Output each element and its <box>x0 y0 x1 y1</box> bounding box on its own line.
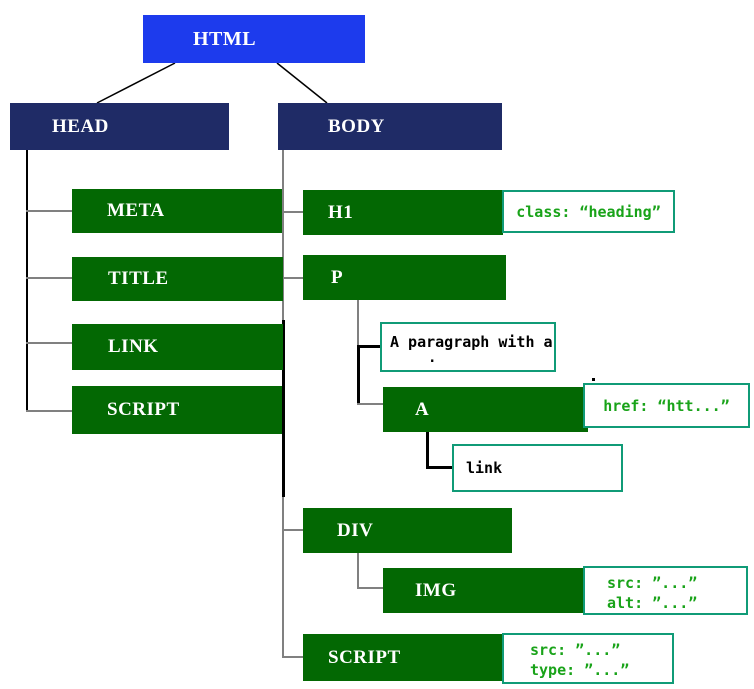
tree-line-a-trunk <box>426 432 429 469</box>
node-label: HEAD <box>52 115 109 137</box>
node-body: BODY <box>278 103 502 150</box>
node-h1: H1 <box>303 190 503 235</box>
tree-line-p-trunk-lower <box>357 345 360 405</box>
tree-line-branch-script-head <box>26 410 72 412</box>
edge-html-body <box>276 62 328 104</box>
annotation-text: src: ”...” <box>607 574 698 592</box>
node-script-body: SCRIPT <box>303 634 503 681</box>
tree-line-div-trunk <box>357 553 359 589</box>
node-title: TITLE <box>72 257 283 301</box>
tree-line-branch-link-text <box>426 466 452 469</box>
node-label: LINK <box>108 336 159 357</box>
tree-line-head-trunk <box>26 150 28 412</box>
edge-html-head <box>96 62 176 104</box>
tree-line-branch-img <box>357 587 383 589</box>
node-label: SCRIPT <box>107 399 180 420</box>
tree-line-branch-title <box>26 277 72 279</box>
tree-line-branch-link <box>26 342 72 344</box>
text-node-paragraph: A paragraph with a . <box>380 322 556 372</box>
annotation-text: src: ”...” <box>530 641 621 659</box>
tree-line-branch-meta <box>26 210 72 212</box>
node-label: BODY <box>328 115 385 137</box>
annotation-h1-class: class: “heading” <box>502 190 675 233</box>
node-label: A <box>415 398 430 420</box>
annotation-script-attrs: src: ”...” type: ”...” <box>502 633 674 684</box>
text-node-content: link <box>466 459 503 477</box>
tree-line-body-trunk-lower <box>282 497 284 658</box>
annotation-img-attrs: src: ”...” alt: ”...” <box>583 566 748 615</box>
tree-line-body-trunk-upper <box>282 150 284 320</box>
node-label: SCRIPT <box>328 646 401 668</box>
node-label: HTML <box>193 27 257 50</box>
annotation-text: class: “heading” <box>516 202 661 221</box>
tree-line-p-trunk-upper <box>357 300 359 347</box>
node-link: LINK <box>72 324 283 370</box>
tree-line-branch-a <box>357 403 383 405</box>
node-label: TITLE <box>108 268 169 289</box>
node-p: P <box>303 255 506 300</box>
stray-dot <box>592 378 595 381</box>
tree-line-body-trunk-middle <box>282 320 285 497</box>
node-label: META <box>107 200 165 221</box>
tree-line-branch-p-text <box>357 345 380 348</box>
text-node-period: . <box>428 350 437 366</box>
tree-line-branch-p <box>282 277 303 279</box>
text-node-link: link <box>452 444 623 492</box>
node-html: HTML <box>143 15 365 63</box>
tree-line-branch-script-body <box>282 656 303 658</box>
node-a: A <box>383 387 588 432</box>
annotation-text: href: “htt...” <box>603 396 730 415</box>
text-node-content: A paragraph with a <box>390 333 553 351</box>
node-head: HEAD <box>10 103 229 150</box>
node-label: IMG <box>415 579 457 601</box>
node-label: DIV <box>337 519 374 541</box>
node-label: P <box>331 266 344 288</box>
annotation-text: type: ”...” <box>530 661 630 679</box>
node-meta: META <box>72 189 282 233</box>
node-img: IMG <box>383 568 588 613</box>
node-script-head: SCRIPT <box>72 386 282 434</box>
annotation-text: alt: ”...” <box>607 594 698 612</box>
tree-line-branch-h1 <box>282 211 303 213</box>
tree-line-branch-div <box>282 529 303 531</box>
node-div: DIV <box>303 508 512 553</box>
node-label: H1 <box>328 201 354 223</box>
annotation-a-href: href: “htt...” <box>583 383 750 428</box>
